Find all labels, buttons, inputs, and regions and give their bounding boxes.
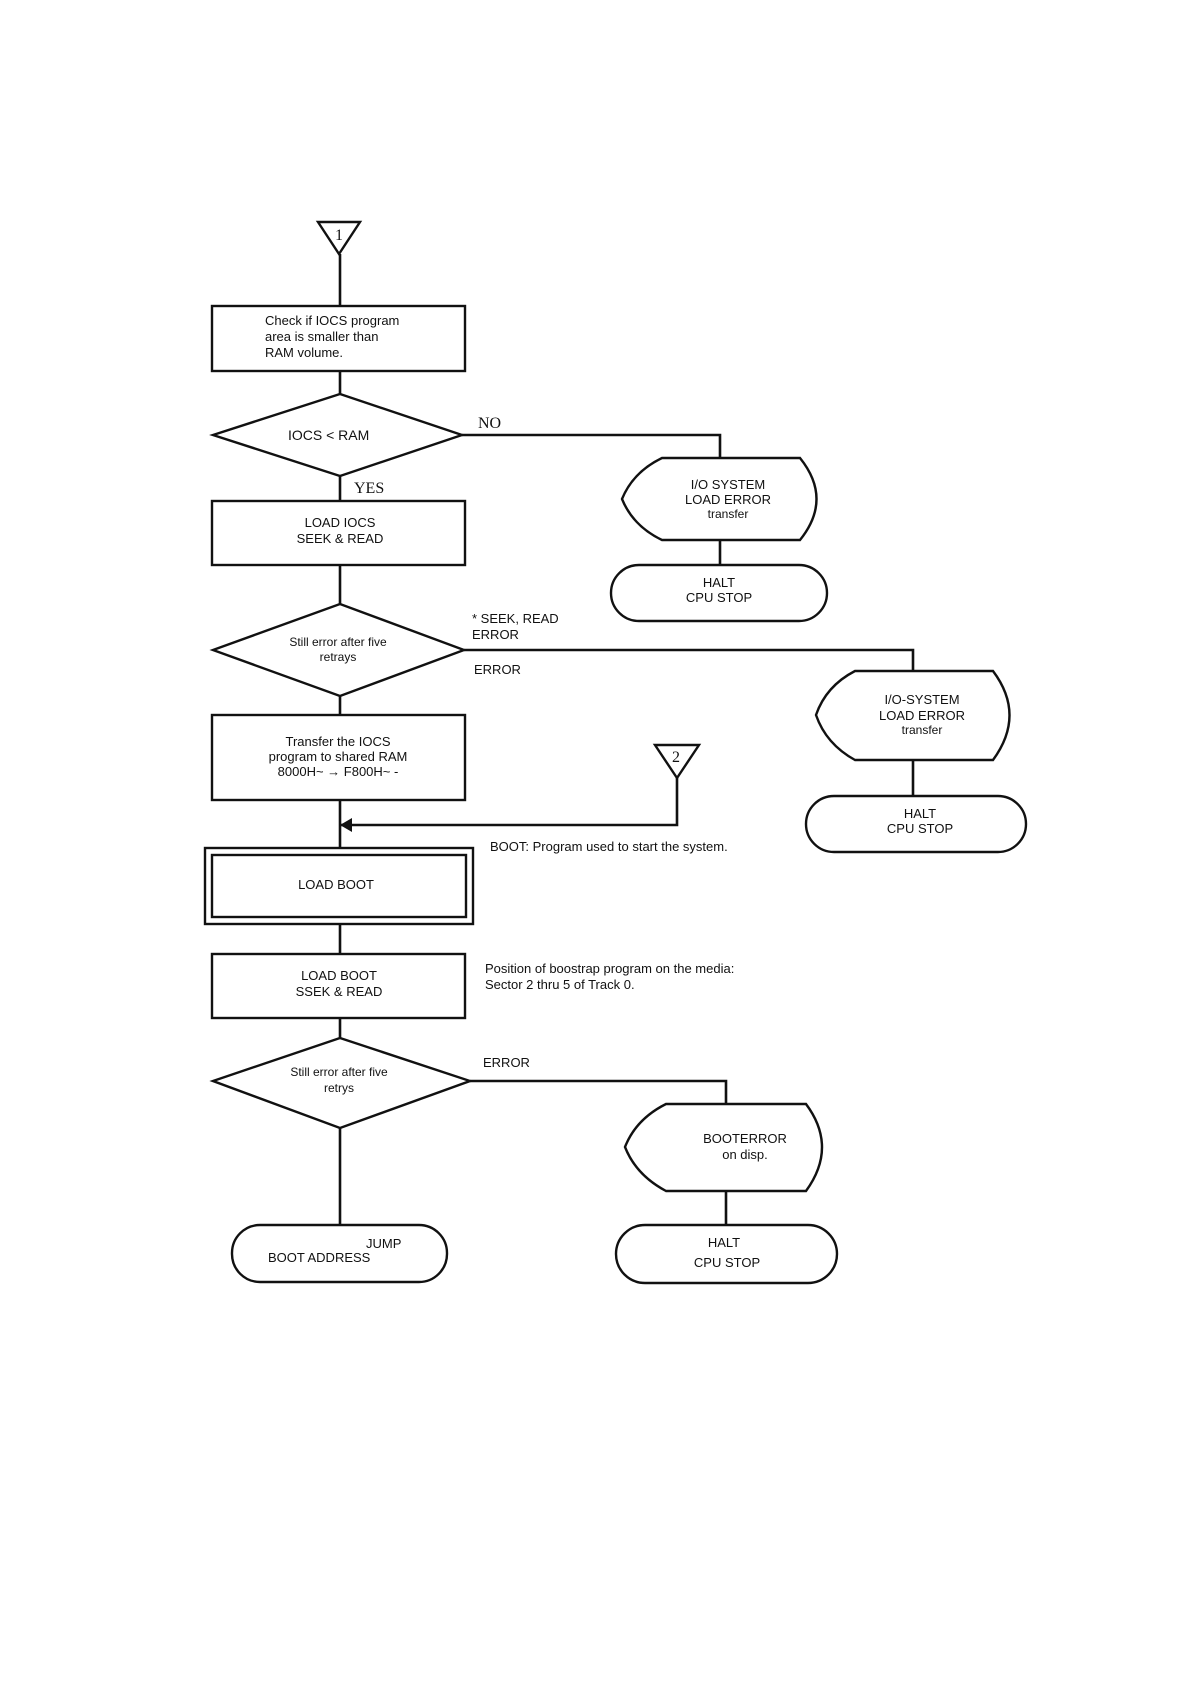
retry-2-line2: retrys (324, 1081, 354, 1095)
halt-terminal-3: HALT CPU STOP (614, 1223, 839, 1285)
jump-line2: BOOT ADDRESS (268, 1250, 371, 1265)
halt-terminal-1: HALT CPU STOP (609, 563, 829, 623)
transfer-iocs-box: Transfer the IOCS program to shared RAM … (210, 713, 467, 802)
boot-error-line2: on disp. (722, 1147, 768, 1162)
check-box-line2: area is smaller than (265, 329, 378, 344)
decision-yes-label: YES (354, 480, 384, 497)
io-error-display-1: I/O SYSTEM LOAD ERROR transfer (620, 456, 818, 542)
position-note-line2: Sector 2 thru 5 of Track 0. (485, 977, 635, 992)
boot-error-display: BOOTERROR on disp. (623, 1102, 824, 1193)
load-iocs-line2: SEEK & READ (297, 531, 384, 546)
retry-1-note1: * SEEK, READ (472, 611, 559, 626)
io-error-display-2: I/O-SYSTEM LOAD ERROR transfer (814, 669, 1011, 762)
load-iocs-box: LOAD IOCS SEEK & READ (210, 499, 467, 567)
halt-3-line2: CPU STOP (694, 1255, 760, 1270)
halt-1-line2: CPU STOP (686, 590, 752, 605)
load-boot-seek-line1: LOAD BOOT (301, 968, 377, 983)
io-error-1-line3: transfer (708, 507, 749, 521)
retry-1-note2: ERROR (472, 627, 519, 642)
io-error-2-line1: I/O-SYSTEM (884, 692, 959, 707)
transfer-line1: Transfer the IOCS (286, 734, 391, 749)
jump-line1: JUMP (366, 1236, 401, 1251)
transfer-line3: 8000H~ → F800H~ - (278, 764, 399, 779)
decision-no-label: NO (478, 415, 501, 432)
position-note-line1: Position of boostrap program on the medi… (485, 961, 734, 976)
decision-iocs-ram: IOCS < RAM NO YES (209, 392, 501, 497)
connector-1: 1 (315, 220, 363, 257)
connector-2: 2 (652, 743, 702, 781)
io-error-2-line3: transfer (902, 723, 943, 737)
load-boot-seek-line2: SSEK & READ (296, 984, 383, 999)
io-error-2-line2: LOAD ERROR (879, 708, 965, 723)
transfer-line2: program to shared RAM (269, 749, 408, 764)
load-boot-label: LOAD BOOT (298, 877, 374, 892)
boot-note: BOOT: Program used to start the system. (490, 839, 728, 854)
decision-iocs-label: IOCS < RAM (288, 427, 369, 443)
boot-error-line1: BOOTERROR (703, 1131, 787, 1146)
load-iocs-line1: LOAD IOCS (305, 515, 376, 530)
retry-2-line1: Still error after five (290, 1065, 388, 1079)
load-boot-seek-box: LOAD BOOT SSEK & READ (210, 952, 467, 1020)
flow-lines (338, 254, 915, 1225)
halt-1-line1: HALT (703, 575, 735, 590)
retry-1-line1: Still error after five (289, 635, 387, 649)
decision-retry-1: Still error after five retrays * SEEK, R… (209, 602, 559, 698)
io-error-1-line2: LOAD ERROR (685, 492, 771, 507)
check-iocs-box: Check if IOCS program area is smaller th… (210, 304, 467, 373)
io-error-1-line1: I/O SYSTEM (691, 477, 765, 492)
jump-terminal: JUMP BOOT ADDRESS (230, 1223, 449, 1284)
connector-1-label: 1 (335, 227, 343, 244)
retry-1-error-label: ERROR (474, 662, 521, 677)
load-boot-box: LOAD BOOT (203, 846, 475, 926)
check-box-line3: RAM volume. (265, 345, 343, 360)
halt-2-line1: HALT (904, 806, 936, 821)
connector-2-label: 2 (672, 749, 680, 766)
halt-terminal-2: HALT CPU STOP (804, 794, 1028, 854)
check-box-line1: Check if IOCS program (265, 313, 399, 328)
halt-2-line2: CPU STOP (887, 821, 953, 836)
retry-1-line2: retrays (320, 650, 357, 664)
decision-retry-2: Still error after five retrys ERROR (209, 1036, 530, 1130)
halt-3-line1: HALT (708, 1235, 740, 1250)
position-note: Position of boostrap program on the medi… (485, 961, 734, 992)
retry-2-error-label: ERROR (483, 1055, 530, 1070)
